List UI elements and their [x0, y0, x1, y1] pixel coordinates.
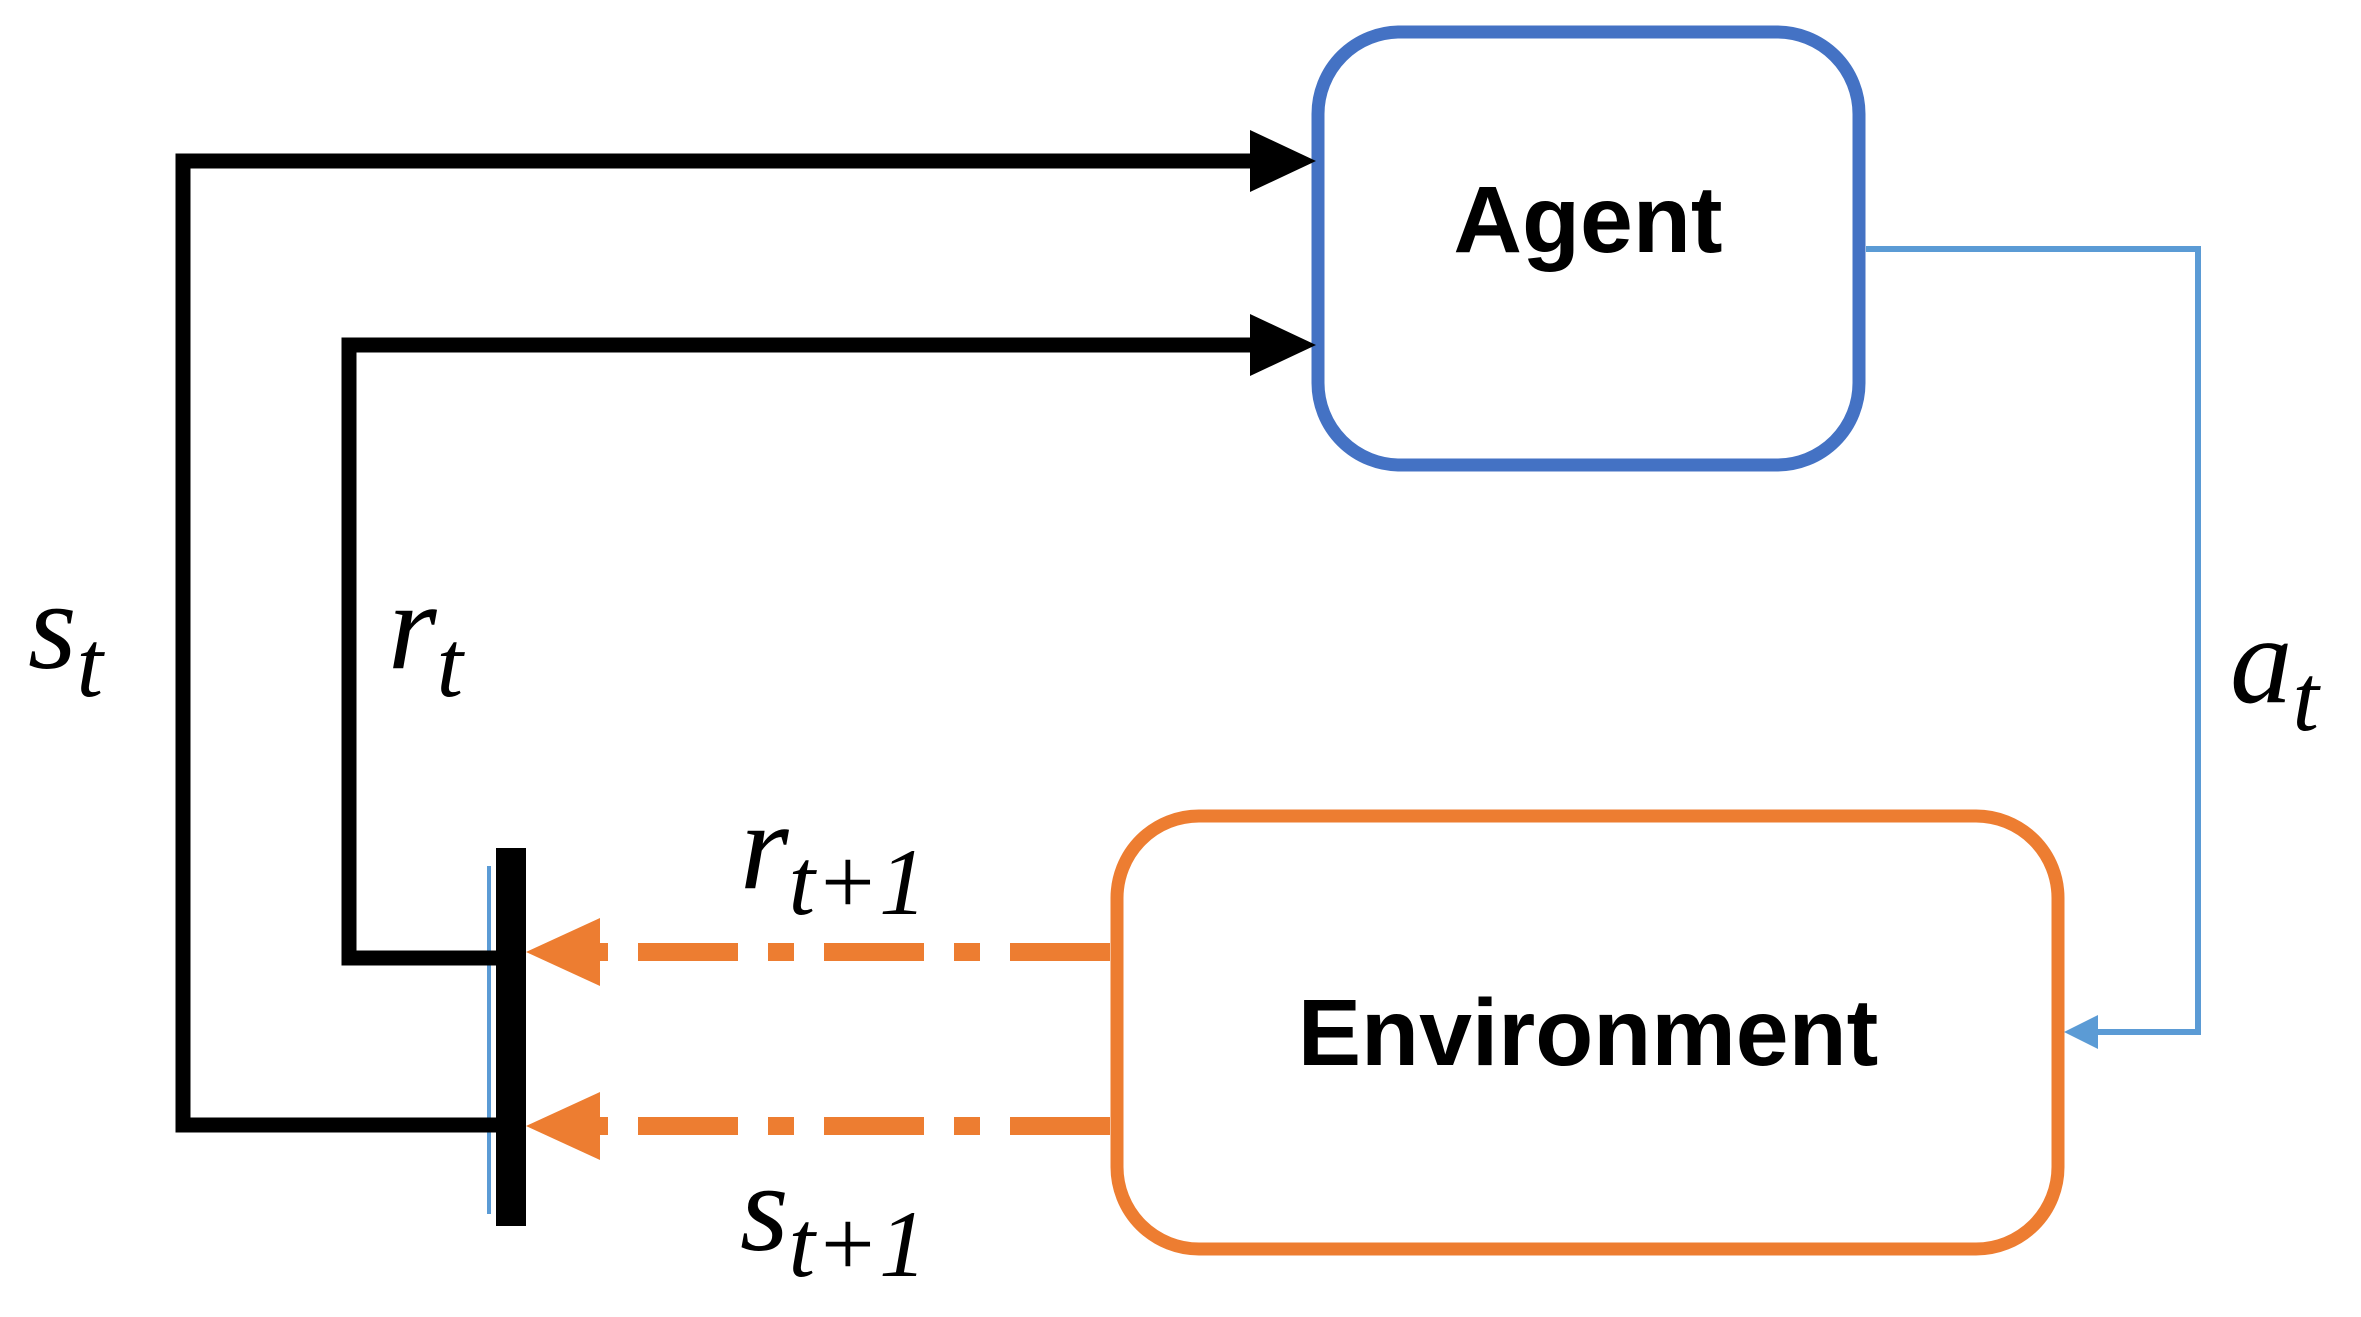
next-state-label-sub: t+1 — [789, 1191, 927, 1297]
state-connector — [175, 130, 1316, 1133]
action-label-sub: t — [2293, 645, 2322, 751]
next-state-arrowhead — [526, 1092, 600, 1160]
junction-bar — [487, 848, 526, 1226]
action-label: at — [2230, 592, 2322, 751]
reward-connector — [341, 314, 1316, 966]
action-connector — [1866, 246, 2201, 1049]
action-label-base: a — [2230, 592, 2293, 730]
reward-line — [341, 337, 1262, 966]
next-reward-label-base: r — [740, 778, 790, 916]
next-reward-label-sub: t+1 — [789, 829, 927, 935]
reward-label-base: r — [388, 558, 438, 696]
reward-label: rt — [388, 558, 466, 717]
action-line — [1866, 246, 2201, 1035]
state-arrowhead — [1250, 130, 1316, 192]
reward-label-sub: t — [437, 611, 466, 717]
state-label-sub: t — [77, 611, 106, 717]
next-state-label: st+1 — [740, 1140, 927, 1297]
next-reward-arrowhead — [526, 918, 600, 986]
environment-label: Environment — [1298, 980, 1879, 1086]
next-state-connector — [526, 1092, 1110, 1160]
state-label-base: s — [28, 558, 77, 696]
action-arrowhead — [2064, 1015, 2098, 1049]
state-line — [175, 153, 1262, 1133]
state-label: st — [28, 558, 106, 717]
environment-node[interactable]: Environment — [1110, 809, 2065, 1256]
next-reward-connector — [526, 918, 1110, 986]
environment-box — [1110, 809, 2065, 1256]
agent-box — [1311, 25, 1866, 472]
junction-black-bar — [496, 848, 526, 1226]
reward-arrowhead — [1250, 314, 1316, 376]
agent-node[interactable]: Agent — [1311, 25, 1866, 472]
next-reward-label: rt+1 — [740, 778, 927, 935]
agent-label: Agent — [1453, 167, 1722, 273]
next-state-label-base: s — [740, 1140, 789, 1278]
